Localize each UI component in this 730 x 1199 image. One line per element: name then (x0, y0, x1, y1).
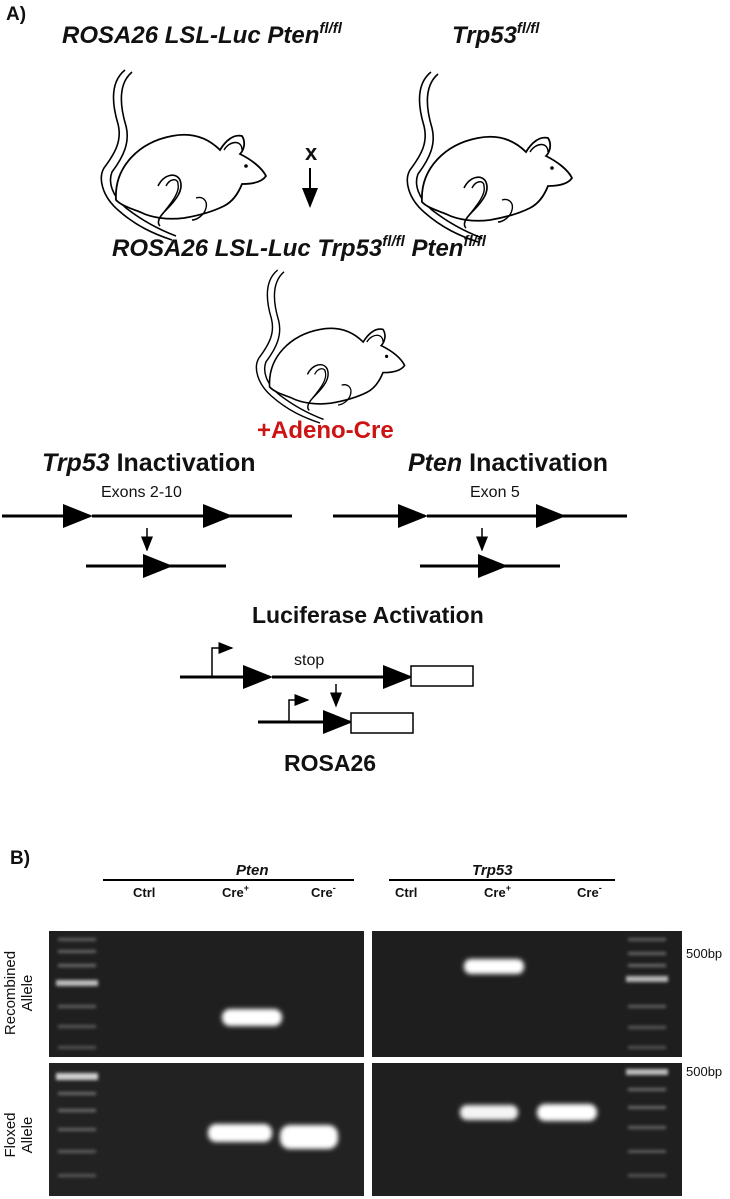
rosa26-construct (180, 642, 474, 734)
trp53-exons-label: Exons 2-10 (101, 484, 182, 501)
lane-cre-pos-pten: Cre+ (222, 883, 249, 900)
band-pten-floxed-cre-neg (280, 1125, 338, 1149)
parent1-genotype: ROSA26 LSL-Luc Ptenfl/fl (62, 20, 342, 49)
marker-500bp-top: 500bp (686, 946, 723, 961)
lane-cre-neg-trp53: Cre- (577, 883, 602, 900)
panel-label-b: B) (10, 848, 31, 869)
lane-ctrl-pten: Ctrl (133, 885, 156, 900)
rosa26-locus-label: ROSA26 (284, 750, 377, 776)
promoter-arrow-icon-2 (288, 694, 310, 722)
panel-label-a: A) (6, 4, 27, 25)
cross-symbol: x (305, 140, 318, 165)
band-trp53-recombined-cre-pos (464, 959, 524, 974)
offspring-genotype: ROSA26 LSL-Luc Trp53fl/fl Ptenfl/fl (112, 233, 486, 262)
luciferase-activation-heading: Luciferase Activation (252, 602, 484, 628)
lane-ctrl-trp53: Ctrl (395, 885, 418, 900)
gel-panel-top-left (49, 931, 364, 1057)
pten-exon-label: Exon 5 (470, 484, 520, 501)
pten-inactivation-heading: Pten Inactivation (408, 449, 609, 477)
ladder-bottom-left (56, 1073, 98, 1177)
band-trp53-floxed-cre-neg (537, 1104, 597, 1121)
stop-cassette-label: stop (294, 652, 325, 669)
parent2-genotype: Trp53fl/fl (452, 20, 540, 49)
gel-panel-bottom-right (372, 1063, 682, 1196)
gel-gene-pten: Pten (236, 862, 269, 879)
gel-panel-top-right (372, 931, 682, 1057)
adeno-cre-treatment: +Adeno-Cre (257, 417, 394, 444)
marker-500bp-bottom: 500bp (686, 1064, 723, 1079)
gel-gene-trp53: Trp53 (472, 862, 513, 879)
ladder-top-right (626, 938, 668, 1049)
trp53-construct (2, 504, 292, 578)
band-pten-floxed-cre-pos (208, 1124, 272, 1142)
lane-cre-pos-trp53: Cre+ (484, 883, 511, 900)
band-pten-recombined-cre-pos (222, 1009, 282, 1026)
lane-cre-neg-pten: Cre- (311, 883, 336, 900)
pten-construct (333, 504, 627, 578)
ladder-top-left (56, 938, 98, 1049)
ladder-bottom-right (626, 1069, 668, 1177)
promoter-arrow-icon-1 (211, 642, 234, 677)
trp53-inactivation-heading: Trp53 Inactivation (42, 449, 256, 477)
band-trp53-floxed-cre-pos (460, 1105, 518, 1120)
